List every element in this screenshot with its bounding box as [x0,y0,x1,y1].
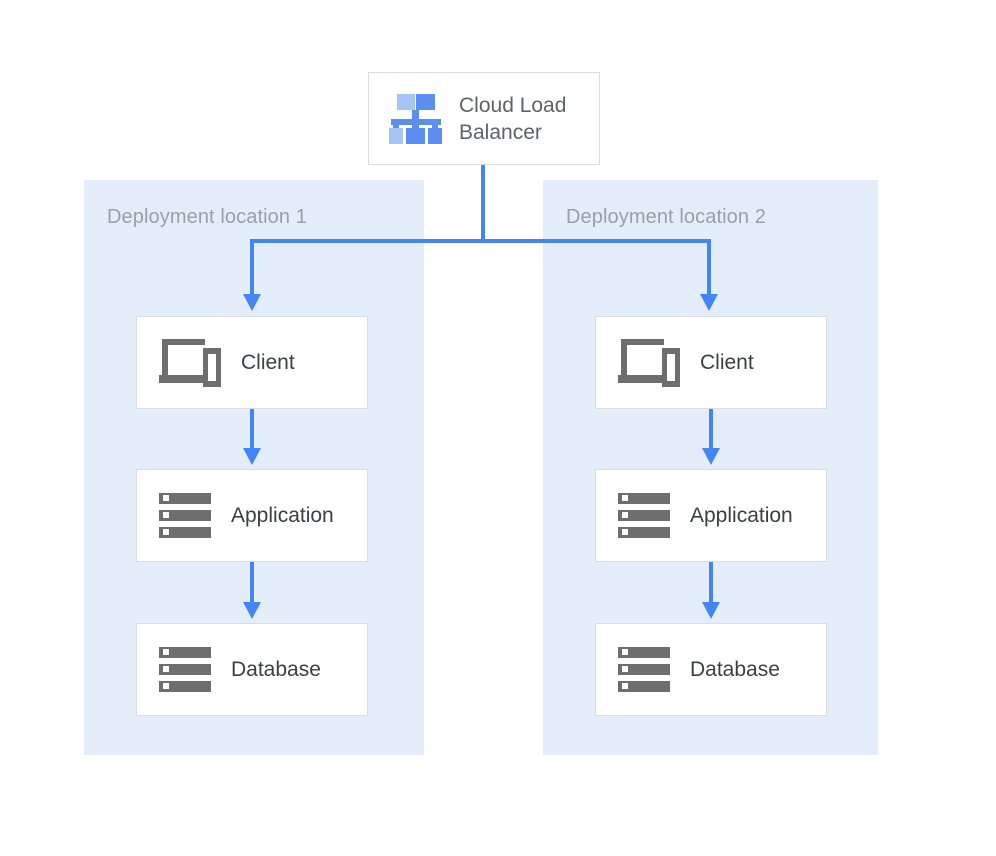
arrowhead-to-database-2 [702,602,720,619]
connector-distribution-bus [250,239,711,243]
connector-drop-location-2 [707,239,711,295]
arrowhead-to-client-1 [243,294,261,311]
connector-application-to-database-1 [250,562,254,604]
cloud-load-balancer-icon [389,93,443,144]
connector-client-to-application-2 [709,409,713,451]
node-database-location-2[interactable]: Database [595,623,827,716]
node-client-location-1[interactable]: Client [136,316,368,409]
node-label-database-location-2: Database [690,657,780,681]
node-label-cloud-load-balancer: Cloud Load Balancer [459,93,567,144]
deployment-location-1-label: Deployment location 1 [107,206,307,228]
connector-drop-location-1 [250,239,254,295]
connector-application-to-database-2 [709,562,713,604]
arrowhead-to-application-2 [702,448,720,465]
client-devices-icon [159,338,221,387]
server-stack-icon [159,646,211,693]
node-database-location-1[interactable]: Database [136,623,368,716]
connector-load-balancer-stem [481,165,485,243]
node-label-application-location-1: Application [231,503,334,527]
node-application-location-2[interactable]: Application [595,469,827,562]
arrowhead-to-client-2 [700,294,718,311]
server-stack-icon [159,492,211,539]
node-cloud-load-balancer[interactable]: Cloud Load Balancer [368,72,600,165]
node-label-database-location-1: Database [231,657,321,681]
arrowhead-to-database-1 [243,602,261,619]
node-label-client-location-1: Client [241,350,295,374]
connector-client-to-application-1 [250,409,254,451]
arrowhead-to-application-1 [243,448,261,465]
node-label-client-location-2: Client [700,350,754,374]
client-devices-icon [618,338,680,387]
node-label-application-location-2: Application [690,503,793,527]
node-application-location-1[interactable]: Application [136,469,368,562]
server-stack-icon [618,492,670,539]
server-stack-icon [618,646,670,693]
node-client-location-2[interactable]: Client [595,316,827,409]
deployment-location-2-label: Deployment location 2 [566,206,766,228]
